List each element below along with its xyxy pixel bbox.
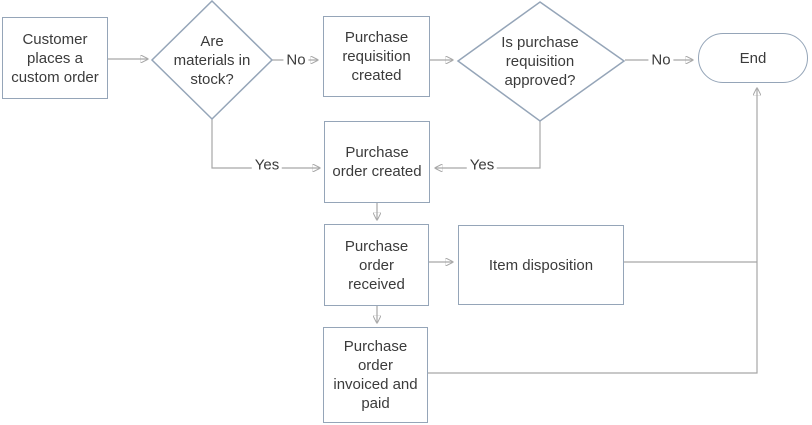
decision-requisition-approved-shape bbox=[456, 1, 626, 122]
node-purchase-order-invoiced: Purchase order invoiced and paid bbox=[323, 327, 428, 423]
edge-label-no-approved: No bbox=[648, 50, 674, 70]
edge-label-yes-approved: Yes bbox=[466, 155, 498, 175]
node-end: End bbox=[698, 33, 808, 83]
connector-po-invoiced-to-end bbox=[428, 89, 757, 374]
node-customer-order: Customer places a custom order bbox=[2, 17, 108, 99]
node-requisition-approved-label: Is purchase requisition approved? bbox=[501, 33, 579, 89]
node-materials-in-stock-label: Are materials in stock? bbox=[173, 32, 251, 88]
decision-materials-in-stock-shape bbox=[150, 0, 274, 121]
connector-stock-decision-yes-to-po-created bbox=[211, 119, 319, 168]
node-purchase-order-created: Purchase order created bbox=[324, 121, 430, 203]
node-purchase-order-received: Purchase order received bbox=[324, 224, 429, 306]
node-item-disposition: Item disposition bbox=[458, 225, 624, 305]
edge-label-yes-materials: Yes bbox=[251, 155, 283, 175]
node-purchase-requisition-created: Purchase requisition created bbox=[323, 16, 430, 97]
edge-label-no-materials: No bbox=[283, 50, 309, 70]
